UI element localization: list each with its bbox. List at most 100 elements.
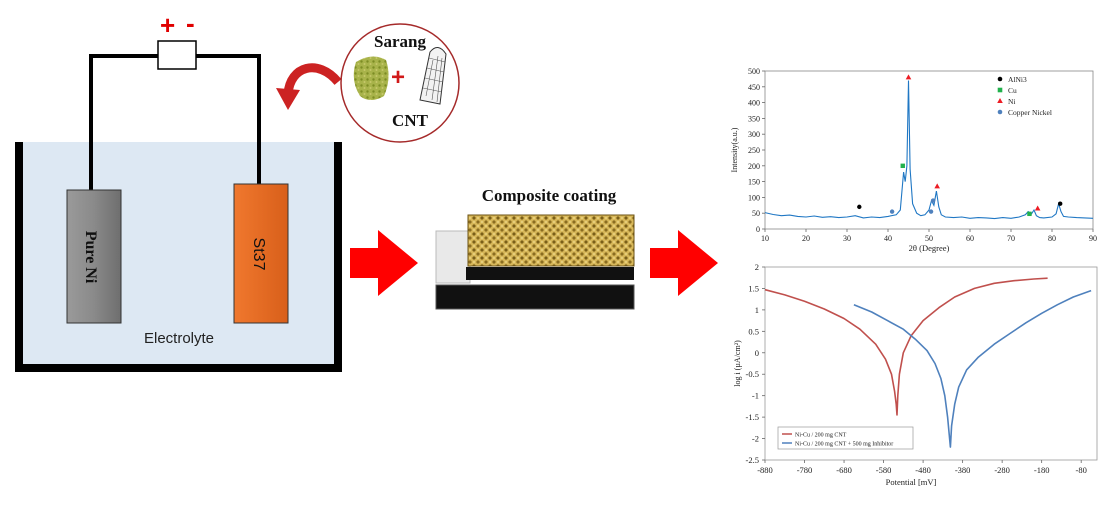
cathode-electrode bbox=[233, 183, 289, 324]
xrd-x-tick-label: 30 bbox=[843, 234, 851, 243]
xrd-marker-triangle bbox=[905, 74, 912, 80]
cnt-image bbox=[419, 47, 447, 105]
pol-y-tick-label: 1 bbox=[755, 305, 759, 315]
xrd-legend-label: Copper Nickel bbox=[1008, 108, 1052, 117]
xrd-legend-label: AlNi3 bbox=[1008, 75, 1027, 84]
pol-series-line bbox=[764, 277, 1048, 416]
pol-y-tick-label: 0 bbox=[755, 348, 759, 358]
curved-arrow bbox=[283, 63, 342, 95]
additive-top-label: Sarang bbox=[374, 32, 426, 51]
anode-label: Pure Ni bbox=[82, 231, 99, 284]
tank-wall bbox=[15, 142, 342, 372]
pol-y-tick-label: 1.5 bbox=[748, 283, 759, 293]
pol-legend-label: Ni-Cu / 200 mg CNT + 500 mg Inhibitor bbox=[795, 442, 893, 448]
pol-y-tick-label: -2.5 bbox=[746, 455, 759, 465]
xrd-marker-square bbox=[900, 163, 905, 168]
pol-y-tick-label: -2 bbox=[752, 434, 759, 444]
xrd-legend-symbol bbox=[997, 109, 1003, 115]
xrd-y-tick-label: 100 bbox=[748, 193, 760, 202]
xrd-chart: 10 20 30 40 50 60 70 80 90 0 50 100 150 200 250 300 350 4… bbox=[730, 67, 1097, 253]
cathode-label: St37 bbox=[250, 238, 267, 271]
pol-legend-box bbox=[777, 426, 914, 450]
xrd-y-tick-label: 200 bbox=[748, 162, 760, 171]
polarity-minus: - bbox=[186, 8, 195, 38]
xrd-x-tick-label: 20 bbox=[802, 234, 810, 243]
pol-x-tick-label: -380 bbox=[955, 465, 971, 475]
pol-y-tick-label: 2 bbox=[755, 262, 759, 272]
pol-series-line bbox=[853, 289, 1092, 448]
xrd-legend-symbol bbox=[997, 87, 1003, 93]
xrd-marker-circle bbox=[1058, 201, 1063, 206]
polarity-plus: + bbox=[160, 10, 175, 40]
pol-y-tick-label: -1 bbox=[752, 391, 759, 401]
xrd-x-tick-label: 40 bbox=[884, 234, 892, 243]
pol-y-tick-label: 0.5 bbox=[748, 326, 759, 336]
pol-x-tick-label: -80 bbox=[1076, 465, 1087, 475]
xrd-y-tick-label: 450 bbox=[748, 83, 760, 92]
pol-y-tick-label: -0.5 bbox=[746, 369, 759, 379]
pol-x-tick-label: -180 bbox=[1034, 465, 1050, 475]
sarang-image bbox=[353, 56, 389, 100]
xrd-y-tick-label: 0 bbox=[756, 225, 760, 234]
xrd-y-axis-label: Intensity(a.u.) bbox=[730, 127, 739, 172]
xrd-marker-circle bbox=[889, 209, 895, 214]
additive-plus: + bbox=[391, 64, 405, 91]
xrd-legend-symbol bbox=[997, 98, 1003, 103]
curved-arrow-head bbox=[276, 88, 300, 110]
xrd-x-tick-label: 90 bbox=[1089, 234, 1097, 243]
pol-x-tick-label: -480 bbox=[915, 465, 931, 475]
xrd-marker-triangle bbox=[934, 183, 940, 189]
pol-x-tick-label: -580 bbox=[876, 465, 892, 475]
additive-callout: Sarang + CNT bbox=[276, 23, 460, 143]
pol-legend-label: Ni-Cu / 200 mg CNT bbox=[795, 433, 847, 439]
anode-electrode bbox=[66, 189, 122, 324]
steel-substrate bbox=[435, 284, 635, 310]
additive-bottom-label: CNT bbox=[392, 111, 429, 130]
xrd-marker-triangle bbox=[1034, 205, 1041, 211]
pol-x-tick-label: -880 bbox=[757, 465, 773, 475]
polarization-chart: -880 -780 -680 -580 -480 -380 -280 -180 -80 2 1.5 1… bbox=[733, 262, 1098, 487]
xrd-x-tick-label: 60 bbox=[966, 234, 974, 243]
pol-x-axis-label: Potential [mV] bbox=[886, 477, 937, 487]
electrochemical-cell: + - Pure Ni St37 Electrolyte bbox=[15, 8, 342, 372]
composite-coating: Composite coating bbox=[435, 186, 635, 310]
process-arrow-1 bbox=[350, 230, 418, 296]
xrd-x-tick-label: 50 bbox=[925, 234, 933, 243]
power-supply bbox=[157, 40, 197, 70]
process-arrow-2 bbox=[650, 230, 718, 296]
xrd-y-tick-label: 350 bbox=[748, 114, 760, 123]
xrd-legend-symbol bbox=[997, 76, 1003, 82]
pol-y-tick-label: -1.5 bbox=[746, 412, 759, 422]
xrd-x-tick-label: 70 bbox=[1007, 234, 1015, 243]
coating-layer bbox=[467, 214, 635, 267]
xrd-y-tick-label: 400 bbox=[748, 99, 760, 108]
xrd-plot-frame bbox=[764, 70, 1094, 230]
xrd-x-tick-label: 80 bbox=[1048, 234, 1056, 243]
xrd-series-line bbox=[764, 80, 1094, 220]
pol-plot-frame bbox=[764, 266, 1098, 461]
xrd-y-tick-label: 500 bbox=[748, 67, 760, 76]
pol-x-tick-label: -680 bbox=[836, 465, 852, 475]
xrd-y-tick-label: 300 bbox=[748, 130, 760, 139]
pol-x-tick-label: -280 bbox=[994, 465, 1010, 475]
xrd-y-tick-label: 50 bbox=[752, 209, 760, 218]
interlayer bbox=[466, 267, 634, 280]
xrd-y-tick-label: 150 bbox=[748, 178, 760, 187]
pol-x-tick-label: -780 bbox=[797, 465, 813, 475]
pol-y-axis-label: log i (µA/cm²) bbox=[733, 340, 742, 387]
xrd-marker-circle bbox=[928, 209, 934, 214]
wire-cathode bbox=[196, 54, 261, 185]
coating-title: Composite coating bbox=[482, 186, 617, 205]
wire-anode bbox=[89, 54, 158, 190]
xrd-y-tick-label: 250 bbox=[748, 146, 760, 155]
xrd-legend-label: Cu bbox=[1008, 86, 1017, 95]
electrolyte-label: Electrolyte bbox=[144, 330, 214, 347]
xrd-marker-circle bbox=[857, 204, 862, 210]
xrd-legend-label: Ni bbox=[1008, 97, 1016, 106]
xrd-marker-circle bbox=[930, 198, 936, 203]
xrd-x-tick-label: 10 bbox=[761, 234, 769, 243]
xrd-x-axis-label: 2θ (Degree) bbox=[909, 243, 950, 253]
substrate-edge bbox=[435, 230, 471, 284]
xrd-marker-square bbox=[1027, 211, 1032, 217]
